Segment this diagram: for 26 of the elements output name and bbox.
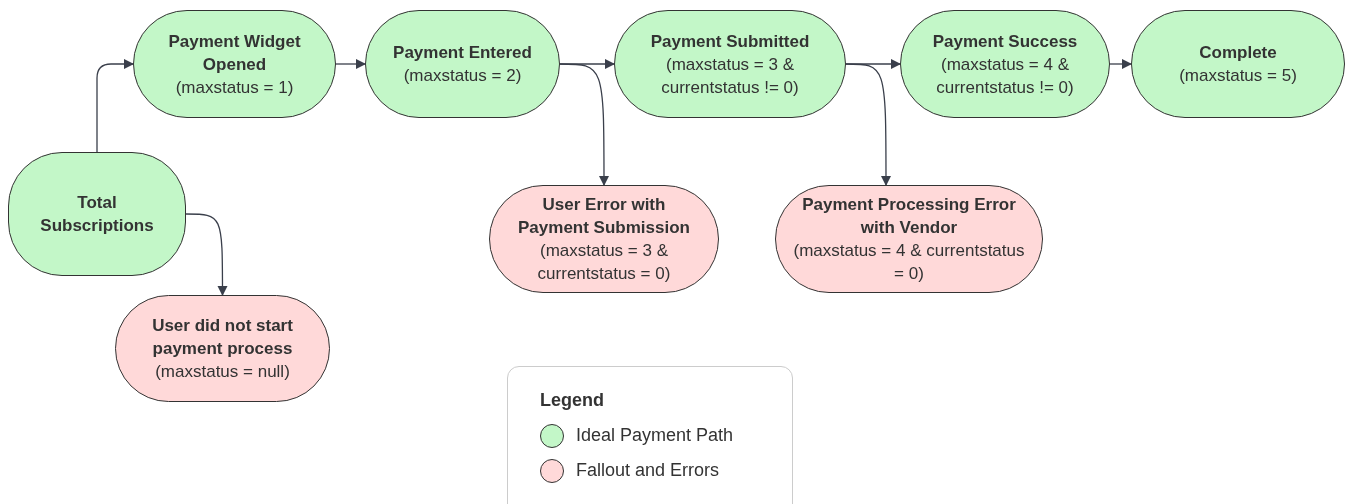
node-condition: (maxstatus = 3 & currentstatus = 0)	[536, 240, 672, 285]
node-condition: (maxstatus = 1)	[175, 76, 294, 99]
node-title: Payment Submitted	[650, 30, 810, 53]
legend-text: Fallout and Errors	[576, 459, 720, 482]
legend-title: Legend	[540, 389, 605, 412]
node-title: Payment Entered	[393, 42, 532, 64]
node-title: Payment Processing Error with Vendor	[801, 194, 1017, 239]
node-condition: (maxstatus = 5)	[1179, 65, 1297, 87]
arrow	[96, 58, 135, 153]
node-condition: (maxstatus = 4 & currentstatus = 0)	[792, 240, 1026, 285]
node-title: Payment Widget Opened	[167, 30, 302, 76]
arrow	[1109, 58, 1133, 70]
arrow	[335, 58, 367, 70]
arrow	[845, 63, 892, 187]
arrow	[559, 63, 610, 187]
node-condition: (maxstatus = null)	[155, 361, 290, 383]
node-condition: (maxstatus = 2)	[403, 65, 522, 87]
legend-text: Ideal Payment Path	[576, 424, 734, 447]
node-title: User did not start payment process	[151, 315, 294, 360]
node-condition: (maxstatus = 4 & currentstatus != 0)	[935, 53, 1075, 99]
node-condition: (maxstatus = 3 & currentstatus != 0)	[660, 53, 800, 99]
node-title: Complete	[1199, 42, 1277, 64]
node-title: Total Subscriptions	[39, 192, 155, 237]
node-title: Payment Success	[932, 30, 1078, 53]
arrow	[185, 213, 228, 297]
node-title: User Error with Payment Submission	[517, 194, 691, 239]
